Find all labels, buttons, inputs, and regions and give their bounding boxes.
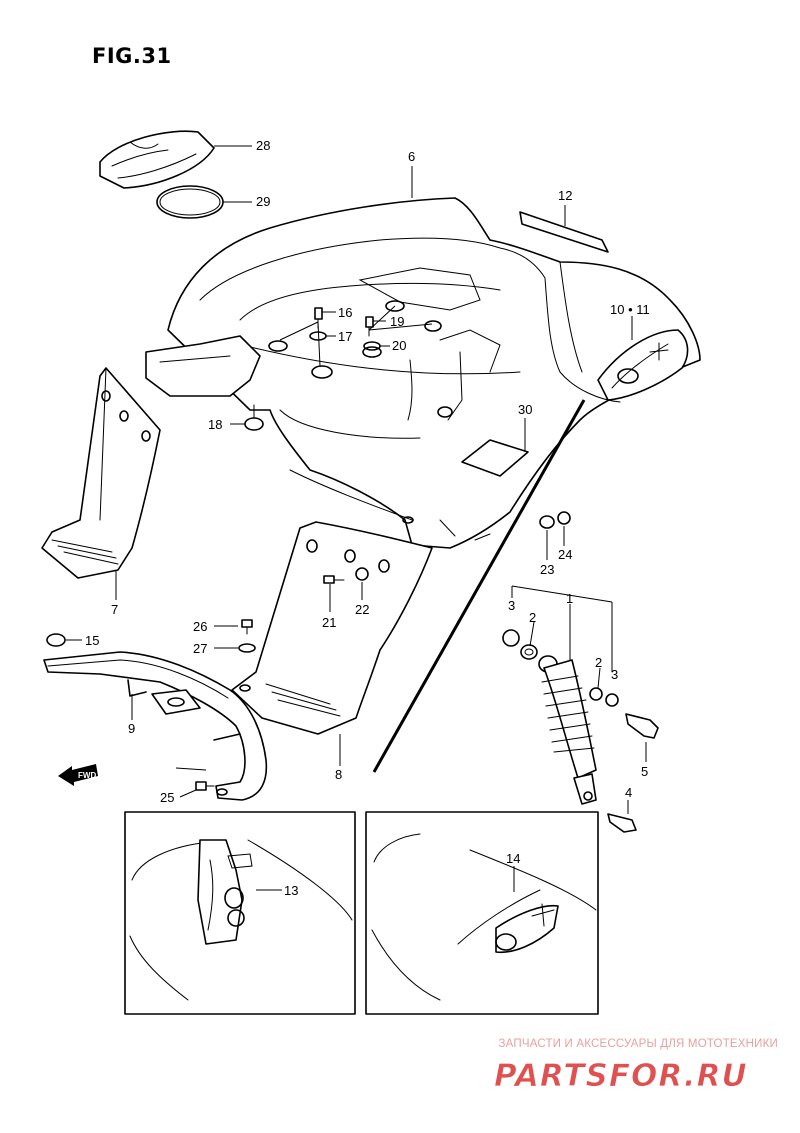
callout-16: 16 [338, 305, 353, 320]
callout-6: 6 [408, 149, 416, 164]
callout-29: 29 [256, 194, 271, 209]
callout-4: 4 [625, 785, 633, 800]
callout-27: 27 [193, 641, 208, 656]
callout-18: 18 [208, 417, 223, 432]
part-28-cover [99, 130, 252, 189]
callout-9: 9 [128, 721, 136, 736]
part-1-rear-shock [502, 585, 659, 833]
callout-23: 23 [540, 562, 555, 577]
fwd-arrow-label: FWD [78, 771, 96, 780]
callout-8: 8 [335, 767, 343, 782]
watermark-tagline: ЗАПЧАСТИ И АКСЕССУАРЫ ДЛЯ МОТОТЕХНИКИ [498, 1038, 778, 1050]
mudguard-hardware-21-24 [323, 511, 571, 612]
callout-12: 12 [558, 188, 573, 203]
part-10-11-emblem [597, 316, 689, 401]
part-8-right-mudguard [231, 521, 433, 766]
callout-2-left: 2 [529, 610, 537, 625]
callout-3-right: 3 [611, 667, 619, 682]
parts-26-27-bolt-washer [214, 619, 256, 653]
fender-bolts-16-17-19-20 [279, 305, 433, 367]
callout-21: 21 [322, 615, 337, 630]
part-15-cap [46, 633, 82, 647]
callout-13: 13 [284, 883, 299, 898]
callout-10-11: 10 • 11 [610, 302, 650, 317]
part-6-rear-fender [145, 166, 701, 549]
callout-15: 15 [85, 633, 100, 648]
watermark-logo-text: PARTSFOR.RU [494, 1058, 748, 1094]
inset-panel-14 [365, 811, 599, 1015]
callout-2-right: 2 [595, 655, 603, 670]
callout-22: 22 [355, 602, 370, 617]
part-9-bracket [43, 651, 268, 801]
inset-panel-13 [124, 811, 356, 1015]
part-7-left-mudguard [41, 367, 161, 600]
part-25-bolt [179, 781, 215, 798]
callout-26: 26 [193, 619, 208, 634]
callout-30: 30 [518, 402, 533, 417]
part-12-strip [519, 205, 609, 253]
callout-28: 28 [256, 138, 271, 153]
callout-1: 1 [566, 591, 574, 606]
fwd-arrow-icon: FWD [58, 764, 98, 786]
callout-17: 17 [338, 329, 353, 344]
figure-title: FIG.31 [92, 44, 172, 68]
callout-25: 25 [160, 790, 175, 805]
callout-14: 14 [506, 851, 521, 866]
part-29-ring [156, 185, 252, 219]
callout-7: 7 [111, 602, 119, 617]
part-30-label [461, 418, 529, 477]
callout-5: 5 [641, 764, 649, 779]
part-18-clip [230, 404, 264, 431]
callout-24: 24 [558, 547, 573, 562]
callout-19: 19 [390, 314, 405, 329]
callout-20: 20 [392, 338, 407, 353]
callout-3-left: 3 [508, 598, 516, 613]
pointer-line [372, 399, 586, 773]
watermark-logo: PARTSFOR.RU [494, 1058, 748, 1095]
